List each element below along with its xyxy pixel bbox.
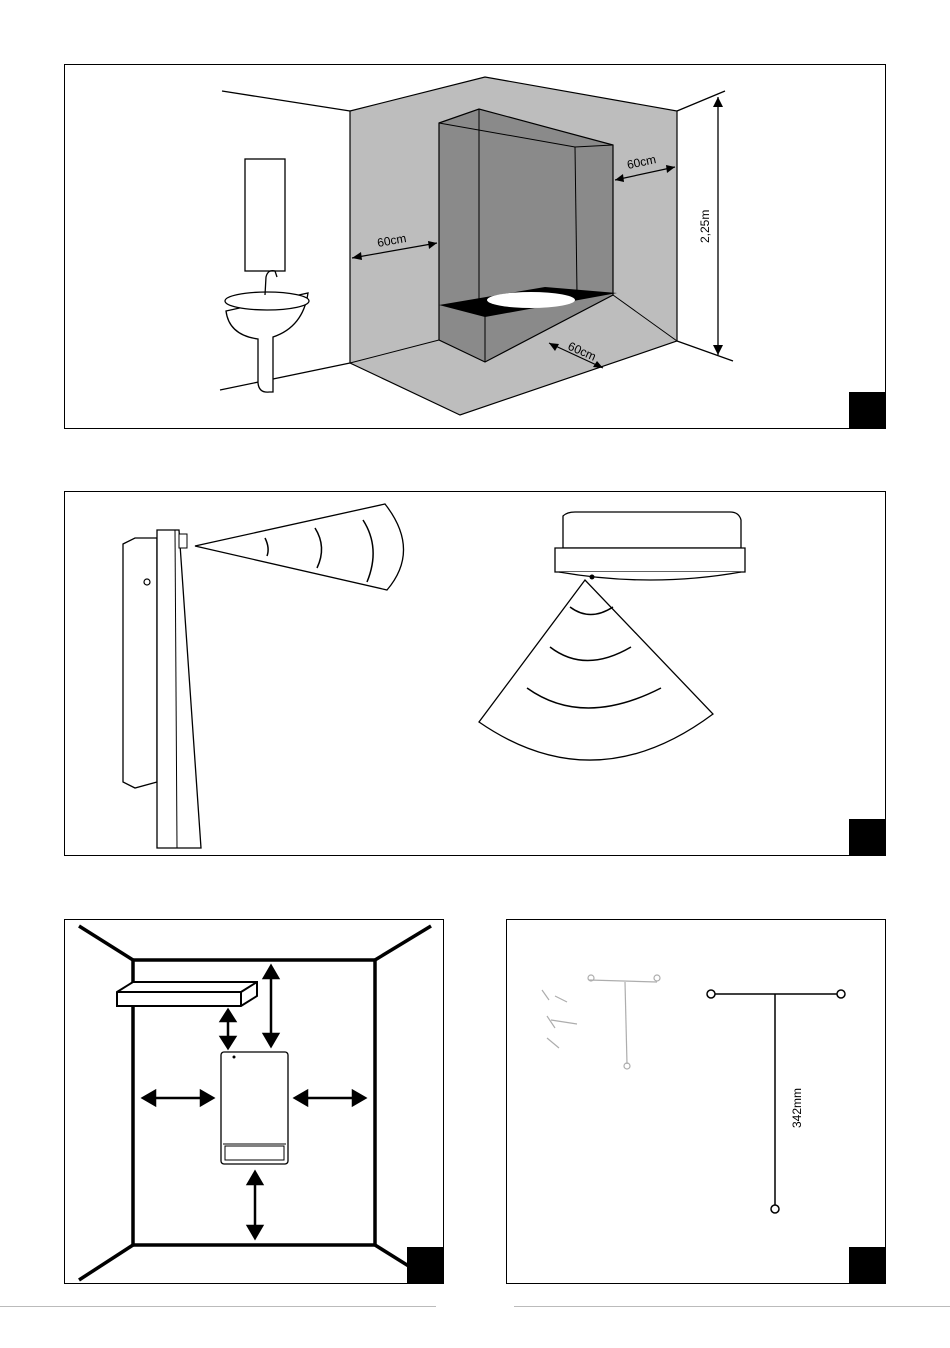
footer-rule-right: [514, 1306, 950, 1307]
sensor-detection-illustration: [65, 492, 887, 857]
bracket-length-label: 342mm: [790, 1088, 804, 1128]
installation-clearance-illustration: [65, 920, 445, 1285]
sensor-detection-panel: [64, 491, 886, 856]
height-label: 2,25m: [698, 210, 712, 243]
bathroom-zone-illustration: 60cm 60cm 60cm 2,25m: [65, 65, 887, 430]
mounting-bracket-illustration: 342mm: [507, 920, 887, 1285]
black-square-icon: [407, 1247, 443, 1283]
mounting-bracket-panel: 342mm: [506, 919, 886, 1284]
black-square-icon: [849, 1247, 885, 1283]
bathroom-zone-panel: 60cm 60cm 60cm 2,25m: [64, 64, 886, 429]
black-square-icon: [849, 392, 885, 428]
black-square-icon: [849, 819, 885, 855]
installation-clearance-panel: [64, 919, 444, 1284]
footer-rule-left: [0, 1306, 436, 1307]
